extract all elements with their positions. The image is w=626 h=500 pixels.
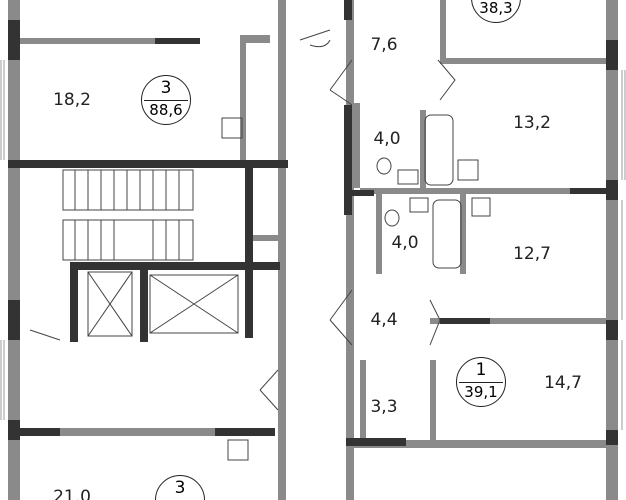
- room-area-label: 13,2: [513, 113, 551, 133]
- apartment-room-count: 1: [475, 360, 487, 380]
- apartment-badge: 3 88,6: [141, 75, 191, 125]
- apartment-total-area: 88,6: [149, 101, 183, 119]
- apartment-badge: 1 39,1: [456, 357, 506, 407]
- room-area-label: 4,0: [373, 129, 401, 149]
- room-area-label: 18,2: [53, 90, 91, 110]
- room-area-label: 3,3: [370, 397, 398, 417]
- apartment-total-area: 39,1: [464, 383, 498, 401]
- apartment-total-area: 38,3: [479, 0, 513, 17]
- room-area-label: 21,0: [53, 487, 91, 500]
- room-area-label: 4,0: [391, 233, 419, 253]
- room-area-label: 14,7: [544, 373, 582, 393]
- room-area-label: 7,6: [370, 35, 398, 55]
- apartment-badge: 3: [155, 475, 205, 500]
- apartment-room-count: 3: [160, 78, 172, 98]
- apartment-room-count: 3: [174, 478, 186, 498]
- room-area-label: 4,4: [370, 310, 398, 330]
- room-area-label: 12,7: [513, 244, 551, 264]
- apartment-badge: 38,3: [471, 0, 521, 23]
